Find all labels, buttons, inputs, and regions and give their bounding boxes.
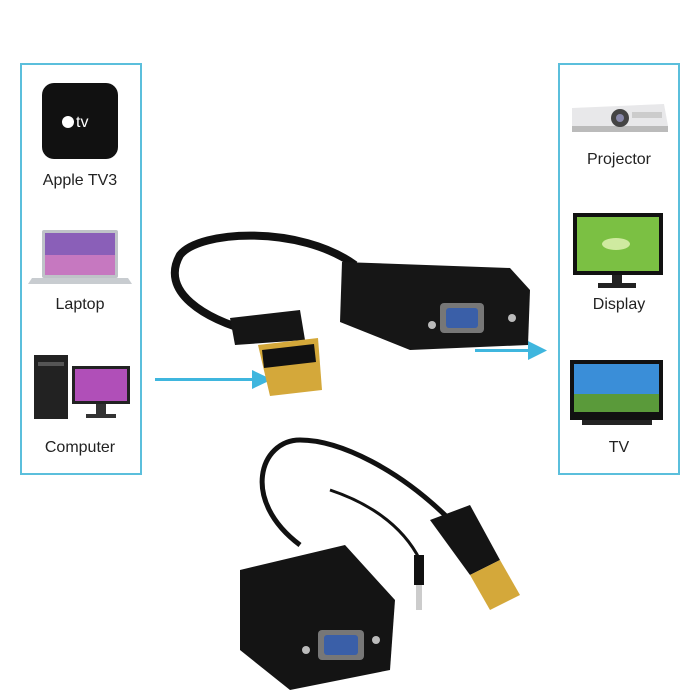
apple-tv-icon: tv bbox=[42, 83, 118, 159]
output-label-display: Display bbox=[592, 296, 646, 313]
output-arrow bbox=[475, 341, 547, 360]
output-devices-panel bbox=[558, 63, 680, 475]
source-label-laptop: Laptop bbox=[55, 296, 105, 313]
output-label-projector: Projector bbox=[586, 151, 652, 168]
source-devices-panel bbox=[20, 63, 142, 475]
projector-icon bbox=[572, 104, 668, 132]
tv-icon bbox=[570, 360, 663, 425]
source-label-apple-tv: Apple TV3 bbox=[42, 172, 118, 189]
monitor-icon bbox=[573, 213, 663, 288]
laptop-icon bbox=[28, 230, 132, 284]
source-label-computer: Computer bbox=[44, 439, 116, 456]
svg-text:tv: tv bbox=[76, 114, 88, 131]
adapter-bottom-view bbox=[240, 437, 520, 690]
output-label-tv: TV bbox=[608, 439, 630, 456]
adapter-top-view bbox=[170, 231, 530, 396]
input-arrow bbox=[155, 370, 272, 389]
desktop-computer-icon bbox=[34, 355, 130, 419]
